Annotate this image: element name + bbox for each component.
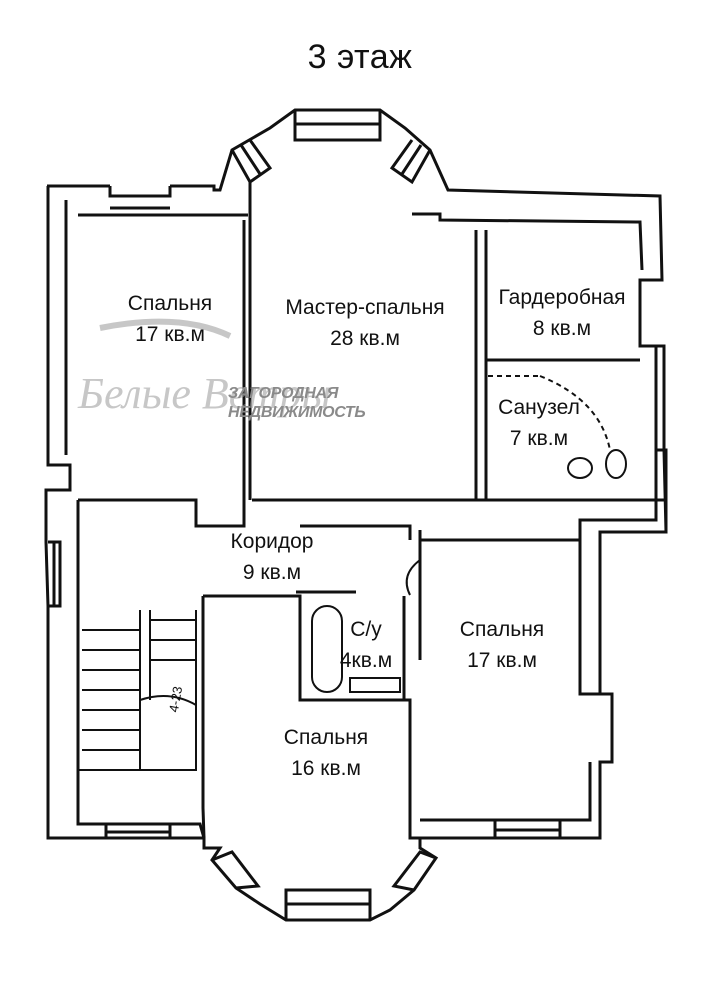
room-name: С/у xyxy=(350,618,382,641)
room-name: Спальня xyxy=(127,292,213,315)
floor-title: 3 этаж xyxy=(307,38,413,76)
window-right xyxy=(656,448,668,532)
room-area: 7 кв.м xyxy=(509,427,569,450)
window-bottom-left xyxy=(104,822,172,838)
room-bedroom-bottom: Спальня 16 кв.м xyxy=(256,722,396,784)
room-area: 17 кв.м xyxy=(467,649,537,672)
window-top-left xyxy=(108,186,172,210)
room-wc: С/у 4кв.м xyxy=(322,614,410,676)
room-area: 28 кв.м xyxy=(330,327,400,350)
watermark-line-1: ЗАГОРОДНАЯ xyxy=(228,385,339,402)
window-bottom-bay xyxy=(284,888,372,920)
fixtures xyxy=(311,375,627,693)
window-bay-right xyxy=(389,139,432,185)
interior-wall xyxy=(76,220,664,660)
window-top-bay xyxy=(293,110,382,142)
room-name: Санузел xyxy=(498,396,580,419)
room-area: 16 кв.м xyxy=(291,757,361,780)
window-bottom-right xyxy=(493,818,562,838)
stair-mark: 4-23 xyxy=(166,685,185,713)
interior-wall-2 xyxy=(201,538,580,840)
room-bedroom-left: Спальня 17 кв.м xyxy=(100,288,240,350)
watermark-logo: Белые Ветры xyxy=(77,318,331,418)
room-name: Мастер-спальня xyxy=(285,296,445,319)
staircase xyxy=(77,610,197,771)
room-name: Гардеробная xyxy=(498,286,626,309)
room-name: Спальня xyxy=(459,618,545,641)
room-area: 9 кв.м xyxy=(242,561,302,584)
room-bathroom: Санузел 7 кв.м xyxy=(476,392,602,454)
room-area: 4кв.м xyxy=(339,649,393,672)
window-left xyxy=(48,540,62,608)
room-wardrobe: Гардеробная 8 кв.м xyxy=(484,282,640,344)
window-bay-bottom-left xyxy=(211,850,261,890)
window-bay-left xyxy=(230,139,273,185)
room-name: Коридор xyxy=(230,530,314,553)
watermark-line-2: НЕДВИЖИМОСТЬ xyxy=(228,404,366,421)
room-bedroom-right: Спальня 17 кв.м xyxy=(432,614,572,676)
room-master-bedroom: Мастер-спальня 28 кв.м xyxy=(262,292,468,354)
room-area: 8 кв.м xyxy=(532,317,592,340)
room-corridor: Коридор 9 кв.м xyxy=(210,526,334,588)
room-name: Спальня xyxy=(283,726,369,749)
watermark-brand: Белые Ветры xyxy=(77,369,331,418)
room-area: 17 кв.м xyxy=(135,323,205,346)
stair-mark-text: 4-23 xyxy=(166,685,185,713)
watermark-caption: ЗАГОРОДНАЯ НЕДВИЖИМОСТЬ xyxy=(228,384,366,422)
exterior-wall xyxy=(44,108,668,922)
window-bay-bottom-right xyxy=(391,850,437,892)
